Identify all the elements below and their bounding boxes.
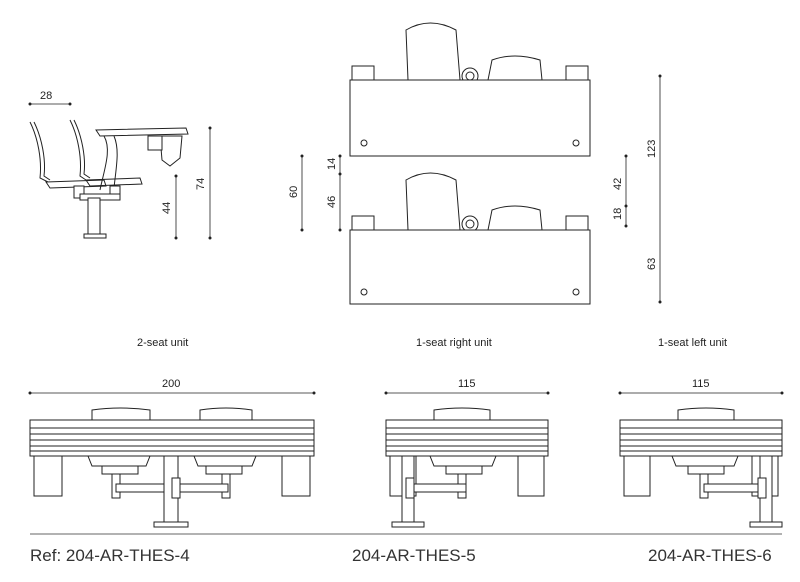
dim-side-seat-height: 44 (161, 202, 173, 214)
dim-unit2-width: 115 (458, 378, 476, 390)
ref-unit1: Ref: 204-AR-THES-4 (30, 546, 190, 565)
plan-view: 60 14 46 42 18 (288, 22, 662, 305)
dim-unit3-width: 115 (692, 378, 710, 390)
label-two-seat-unit: 2-seat unit (137, 337, 188, 349)
front-view-one-seat-right: 115 (384, 378, 550, 528)
front-view-one-seat-left: 115 (618, 378, 784, 528)
dim-front-depth-total: 60 (288, 186, 300, 198)
dim-row-gap: 18 (612, 208, 624, 220)
dim-row-spacing-total: 123 (646, 140, 658, 158)
dim-unit1-width: 200 (162, 378, 180, 390)
dim-row-upper: 42 (612, 178, 624, 190)
dim-side-total-height: 74 (195, 178, 207, 190)
dim-front-seat-depth: 46 (326, 196, 338, 208)
label-one-seat-left-unit: 1-seat left unit (658, 337, 727, 349)
dim-row-lower: 63 (646, 258, 658, 270)
ref-unit2: 204-AR-THES-5 (352, 546, 476, 565)
side-view: 28 44 74 (28, 90, 212, 240)
front-view-two-seat: 200 (28, 378, 316, 528)
label-one-seat-right-unit: 1-seat right unit (416, 337, 492, 349)
dim-front-upper-offset: 14 (326, 158, 338, 170)
ref-unit3: 204-AR-THES-6 (648, 546, 772, 565)
dim-side-seat-width: 28 (40, 90, 52, 102)
